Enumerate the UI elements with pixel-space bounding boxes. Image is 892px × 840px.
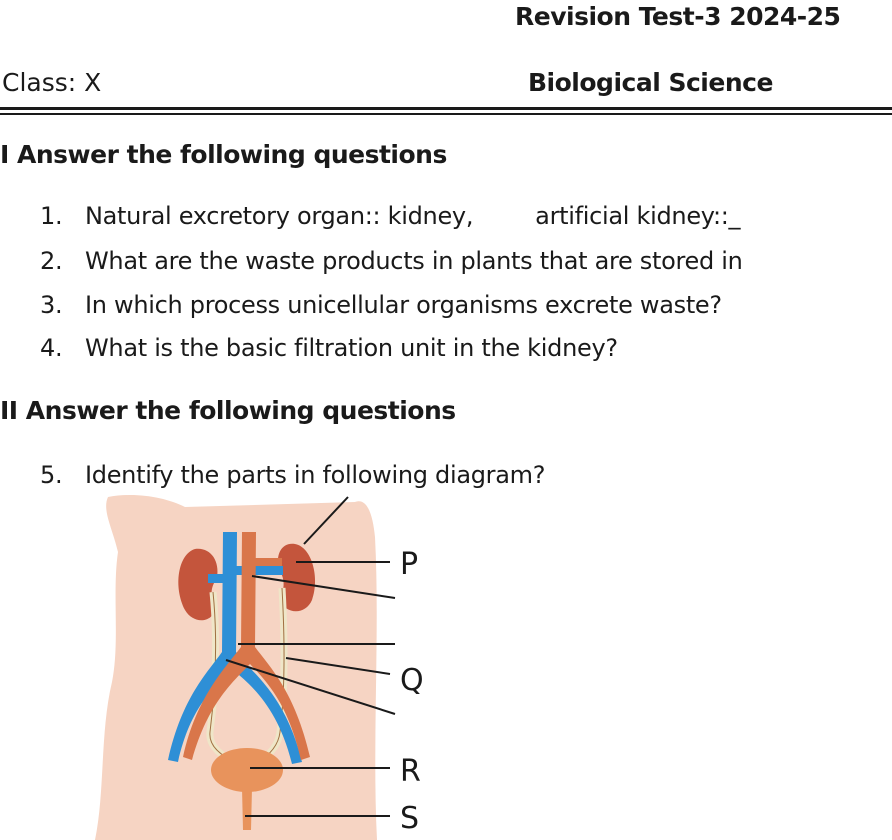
urethra (242, 788, 252, 830)
pointer-line-vein (251, 575, 396, 599)
question-number: 2. (40, 247, 63, 275)
right-renal-vein (235, 566, 283, 575)
left-kidney (178, 548, 218, 621)
test-title: Revision Test-3 2024-25 (515, 2, 841, 31)
pointer-line-top (303, 496, 349, 545)
urinary-bladder (211, 748, 283, 792)
aorta (183, 532, 310, 760)
question-number: 4. (40, 334, 63, 362)
question-1: 1. Natural excretory organ:: kidney, artif… (40, 202, 741, 230)
question-3: 3. In which process unicellular organisms… (40, 291, 722, 319)
right-kidney (277, 543, 316, 612)
question-text: What are the waste products in plants th… (85, 247, 743, 275)
question-text: Natural excretory organ:: kidney, (85, 202, 474, 230)
question-5: 5. Identify the parts in following diagra… (40, 461, 545, 489)
question-2: 2. What are the waste products in plants … (40, 247, 743, 275)
section-2-heading: II Answer the following questions (0, 396, 456, 425)
section-1-heading: I Answer the following questions (0, 140, 447, 169)
renal-artery (254, 558, 282, 566)
label-s: S (400, 801, 419, 836)
question-text: In which process unicellular organisms e… (85, 291, 722, 319)
question-text: Identify the parts in following diagram? (85, 461, 546, 489)
pointer-line-q (285, 657, 391, 675)
question-text: What is the basic filtration unit in the… (85, 334, 618, 362)
subject-title: Biological Science (528, 68, 773, 97)
header-rule-thin (0, 113, 892, 115)
label-q: Q (400, 663, 424, 698)
label-r: R (400, 754, 421, 789)
header-rule-thick (0, 107, 892, 110)
pointer-line-ureter (225, 659, 396, 715)
class-label: Class: X (2, 68, 102, 97)
question-4: 4. What is the basic filtration unit in t… (40, 334, 618, 362)
question-number: 3. (40, 291, 63, 319)
label-p: P (400, 547, 418, 582)
vena-cava (168, 532, 302, 764)
excretory-system-diagram: P Q R S (95, 495, 424, 840)
left-renal-vein (208, 574, 228, 583)
question-number: 1. (40, 202, 63, 230)
question-number: 5. (40, 461, 63, 489)
question-text-2: artificial kidney::_ (535, 202, 741, 230)
